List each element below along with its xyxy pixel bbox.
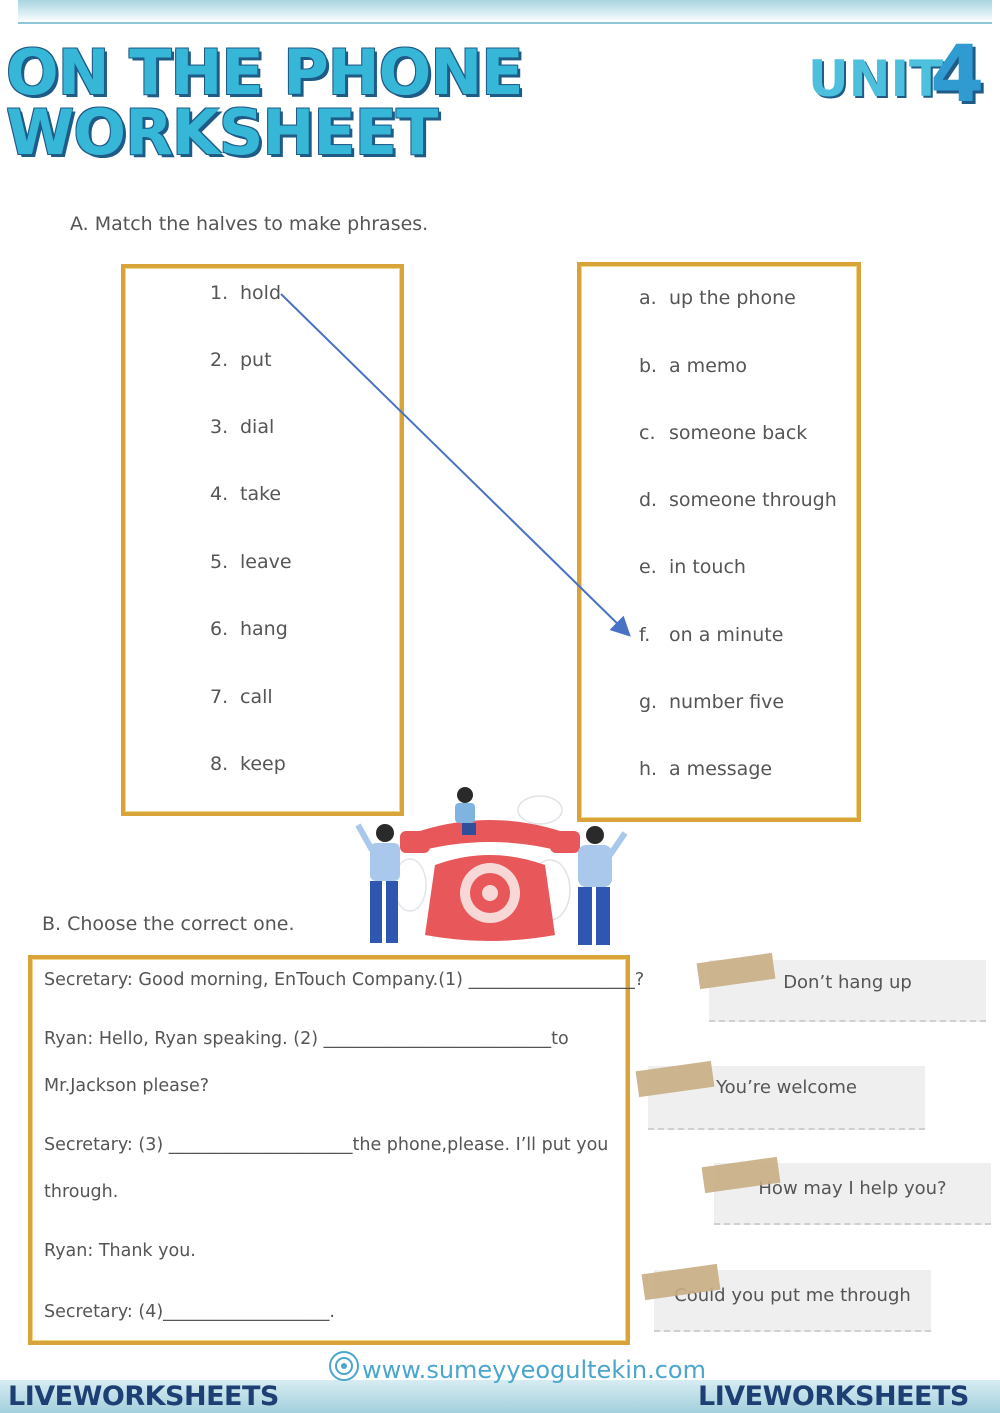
right-item-b[interactable]: b.a memo [639,355,748,377]
left-item-6[interactable]: 6.hang [210,618,288,640]
right-item-e[interactable]: e.in touch [639,556,746,578]
left-item-7[interactable]: 7.call [210,686,273,708]
left-phrases-box [121,264,404,816]
left-item-3[interactable]: 3.dial [210,416,275,438]
dialogue-line-6: Ryan: Thank you. [44,1241,196,1261]
footer-band [0,1380,1000,1413]
right-item-h[interactable]: h.a message [639,758,773,780]
right-item-f[interactable]: f.on a minute [639,624,784,646]
unit-number: 4 [930,30,985,120]
worksheet-title-line2: WORKSHEET [6,96,438,169]
dialogue-line-3: Mr.Jackson please? [44,1076,210,1096]
left-item-8[interactable]: 8.keep [210,753,286,775]
right-item-d[interactable]: d.someone through [639,489,837,511]
option-note-1[interactable]: Don’t hang up [709,960,986,1022]
dialogue-line-4[interactable]: Secretary: (3) _____________________the … [44,1135,609,1155]
liveworksheets-logo-left[interactable]: LIVEWORKSHEETS [8,1381,279,1412]
option-note-3[interactable]: How may I help you? [714,1163,991,1225]
telephone-illustration [355,787,628,945]
top-decorative-band [18,0,992,24]
dialogue-line-7[interactable]: Secretary: (4)___________________. [44,1302,335,1322]
right-item-g[interactable]: g.number five [639,691,785,713]
dialogue-box [28,955,630,1345]
dialogue-line-2[interactable]: Ryan: Hello, Ryan speaking. (2) ________… [44,1029,569,1049]
worksheet-title-line1: ON THE PHONE [6,36,524,109]
left-item-1[interactable]: 1.hold [210,282,282,304]
right-phrases-box [577,262,861,822]
liveworksheets-logo-right[interactable]: LIVEWORKSHEETS [698,1381,969,1412]
left-item-2[interactable]: 2.put [210,349,272,371]
option-note-2[interactable]: You’re welcome [648,1066,925,1130]
website-link[interactable]: www.sumeyyeogultekin.com [362,1356,706,1384]
dialogue-line-1[interactable]: Secretary: Good morning, EnTouch Company… [44,970,645,990]
dialogue-line-5: through. [44,1182,119,1202]
left-item-4[interactable]: 4.take [210,483,282,505]
right-item-a[interactable]: a.up the phone [639,287,796,309]
left-item-5[interactable]: 5.leave [210,551,292,573]
right-item-c[interactable]: c.someone back [639,422,808,444]
section-b-heading: B. Choose the correct one. [42,913,295,935]
section-a-heading: A. Match the halves to make phrases. [70,213,429,235]
unit-label: UNIT [808,50,944,108]
touch-icon [329,1351,359,1381]
